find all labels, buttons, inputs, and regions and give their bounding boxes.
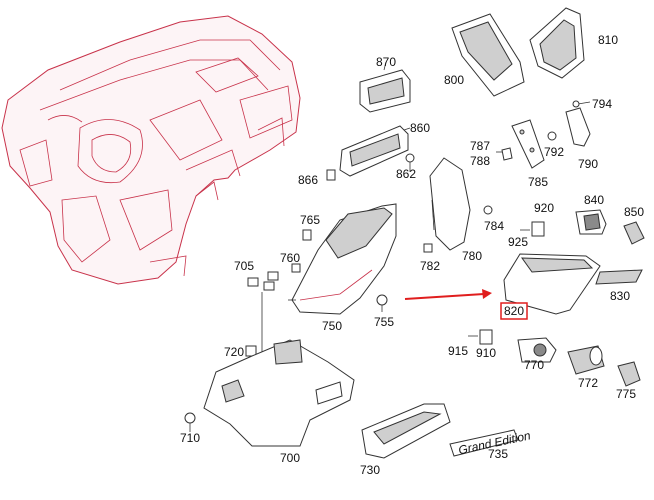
part-910-915-connector — [468, 329, 493, 345]
label-755: 755 — [374, 315, 394, 329]
label-910: 910 — [476, 346, 496, 360]
label-866: 866 — [298, 173, 318, 187]
part-705-clips — [247, 271, 279, 362]
part-920-925-connector — [520, 221, 545, 237]
label-772: 772 — [578, 376, 598, 390]
part-794-screw — [572, 100, 591, 108]
part-772-lighter — [567, 345, 605, 375]
part-850-plug — [623, 221, 645, 245]
part-790-bracket — [565, 107, 591, 147]
label-710: 710 — [180, 431, 200, 445]
part-792-screw — [547, 131, 557, 141]
label-735: 735 — [488, 447, 508, 461]
part-860-trim-frame — [339, 125, 411, 177]
label-800: 800 — [444, 73, 464, 87]
label-750: 750 — [322, 319, 342, 333]
part-830-liner — [595, 269, 643, 285]
part-840-socket — [575, 209, 607, 235]
label-785: 785 — [528, 175, 548, 189]
part-750-console-housing — [288, 203, 397, 315]
label-850: 850 — [624, 205, 644, 219]
part-775-cap — [617, 361, 641, 387]
part-730-grille — [361, 403, 451, 459]
label-870: 870 — [376, 55, 396, 69]
label-775: 775 — [616, 387, 636, 401]
label-794: 794 — [592, 97, 612, 111]
label-784: 784 — [484, 219, 504, 233]
label-820-highlight-box — [500, 302, 528, 320]
label-787: 787 — [470, 139, 490, 153]
part-782-clip — [423, 243, 433, 253]
callout-labels: 870 860 866 862 800 810 794 787 788 792 … — [180, 33, 644, 477]
part-780-side-panel — [429, 157, 471, 251]
label-862: 862 — [396, 167, 416, 181]
part-810-cover — [529, 7, 585, 79]
part-787-788-clips — [496, 147, 513, 161]
label-915: 915 — [448, 344, 468, 358]
label-925: 925 — [508, 235, 528, 249]
label-860: 860 — [410, 121, 430, 135]
part-755-screw — [376, 294, 388, 312]
label-700: 700 — [280, 451, 300, 465]
label-830: 830 — [610, 289, 630, 303]
label-920: 920 — [534, 201, 554, 215]
highlight-arrow — [404, 289, 492, 300]
label-782: 782 — [420, 259, 440, 273]
label-770: 770 — [524, 358, 544, 372]
label-720: 720 — [224, 345, 244, 359]
part-820-storage-tray — [503, 253, 601, 315]
part-710-screw — [184, 412, 196, 432]
part-785-bracket — [511, 119, 545, 169]
label-840: 840 — [584, 193, 604, 207]
part-765-clip — [302, 229, 312, 241]
label-810: 810 — [598, 33, 618, 47]
label-780: 780 — [462, 249, 482, 263]
label-730: 730 — [360, 463, 380, 477]
part-866-clip — [326, 169, 336, 181]
part-870-air-vent — [359, 61, 411, 113]
label-792: 792 — [544, 145, 564, 159]
part-862-screw — [405, 153, 415, 172]
label-820: 820 — [504, 304, 524, 318]
dashboard-outline — [1, 15, 301, 285]
label-788: 788 — [470, 154, 490, 168]
part-784-screw — [483, 205, 493, 215]
part-700-lower-console — [203, 339, 355, 447]
part-760-clip — [291, 263, 301, 273]
part-770-lighter-socket — [517, 337, 557, 363]
part-800-cover — [451, 13, 525, 97]
label-760: 760 — [280, 251, 300, 265]
label-765: 765 — [300, 213, 320, 227]
label-705: 705 — [234, 259, 254, 273]
label-790: 790 — [578, 157, 598, 171]
